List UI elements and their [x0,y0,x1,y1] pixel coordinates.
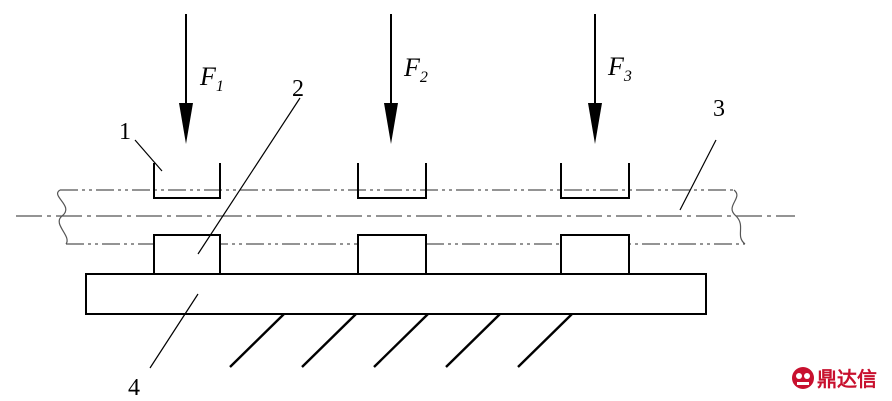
force-arrow-3 [588,14,602,144]
part-label-2: 2 [292,76,304,102]
lower-support-1 [153,234,221,275]
force-arrow-2 [384,14,398,144]
lower-support-2 [357,234,427,275]
watermark: 鼎达信 [792,367,877,391]
watermark-logo-icon [792,367,814,389]
leader-line-1 [134,139,163,172]
ground-hatching [229,313,573,368]
part-label-4: 4 [128,375,140,401]
force-label-1: F1 [199,62,224,95]
upper-die-3 [560,163,630,199]
force-label-2: F2 [403,53,428,86]
part-label-3: 3 [713,96,725,122]
part-label-1: 1 [119,119,131,145]
force-arrow-1 [179,14,193,144]
upper-die-1 [153,163,221,199]
leader-line-3 [679,139,717,211]
force-label-3: F3 [607,52,632,85]
upper-die-2 [357,163,427,199]
lower-support-3 [560,234,630,275]
leader-line-4 [149,293,199,369]
leader-line-2 [197,97,301,255]
base-plate [85,273,707,315]
watermark-text: 鼎达信 [817,367,877,391]
